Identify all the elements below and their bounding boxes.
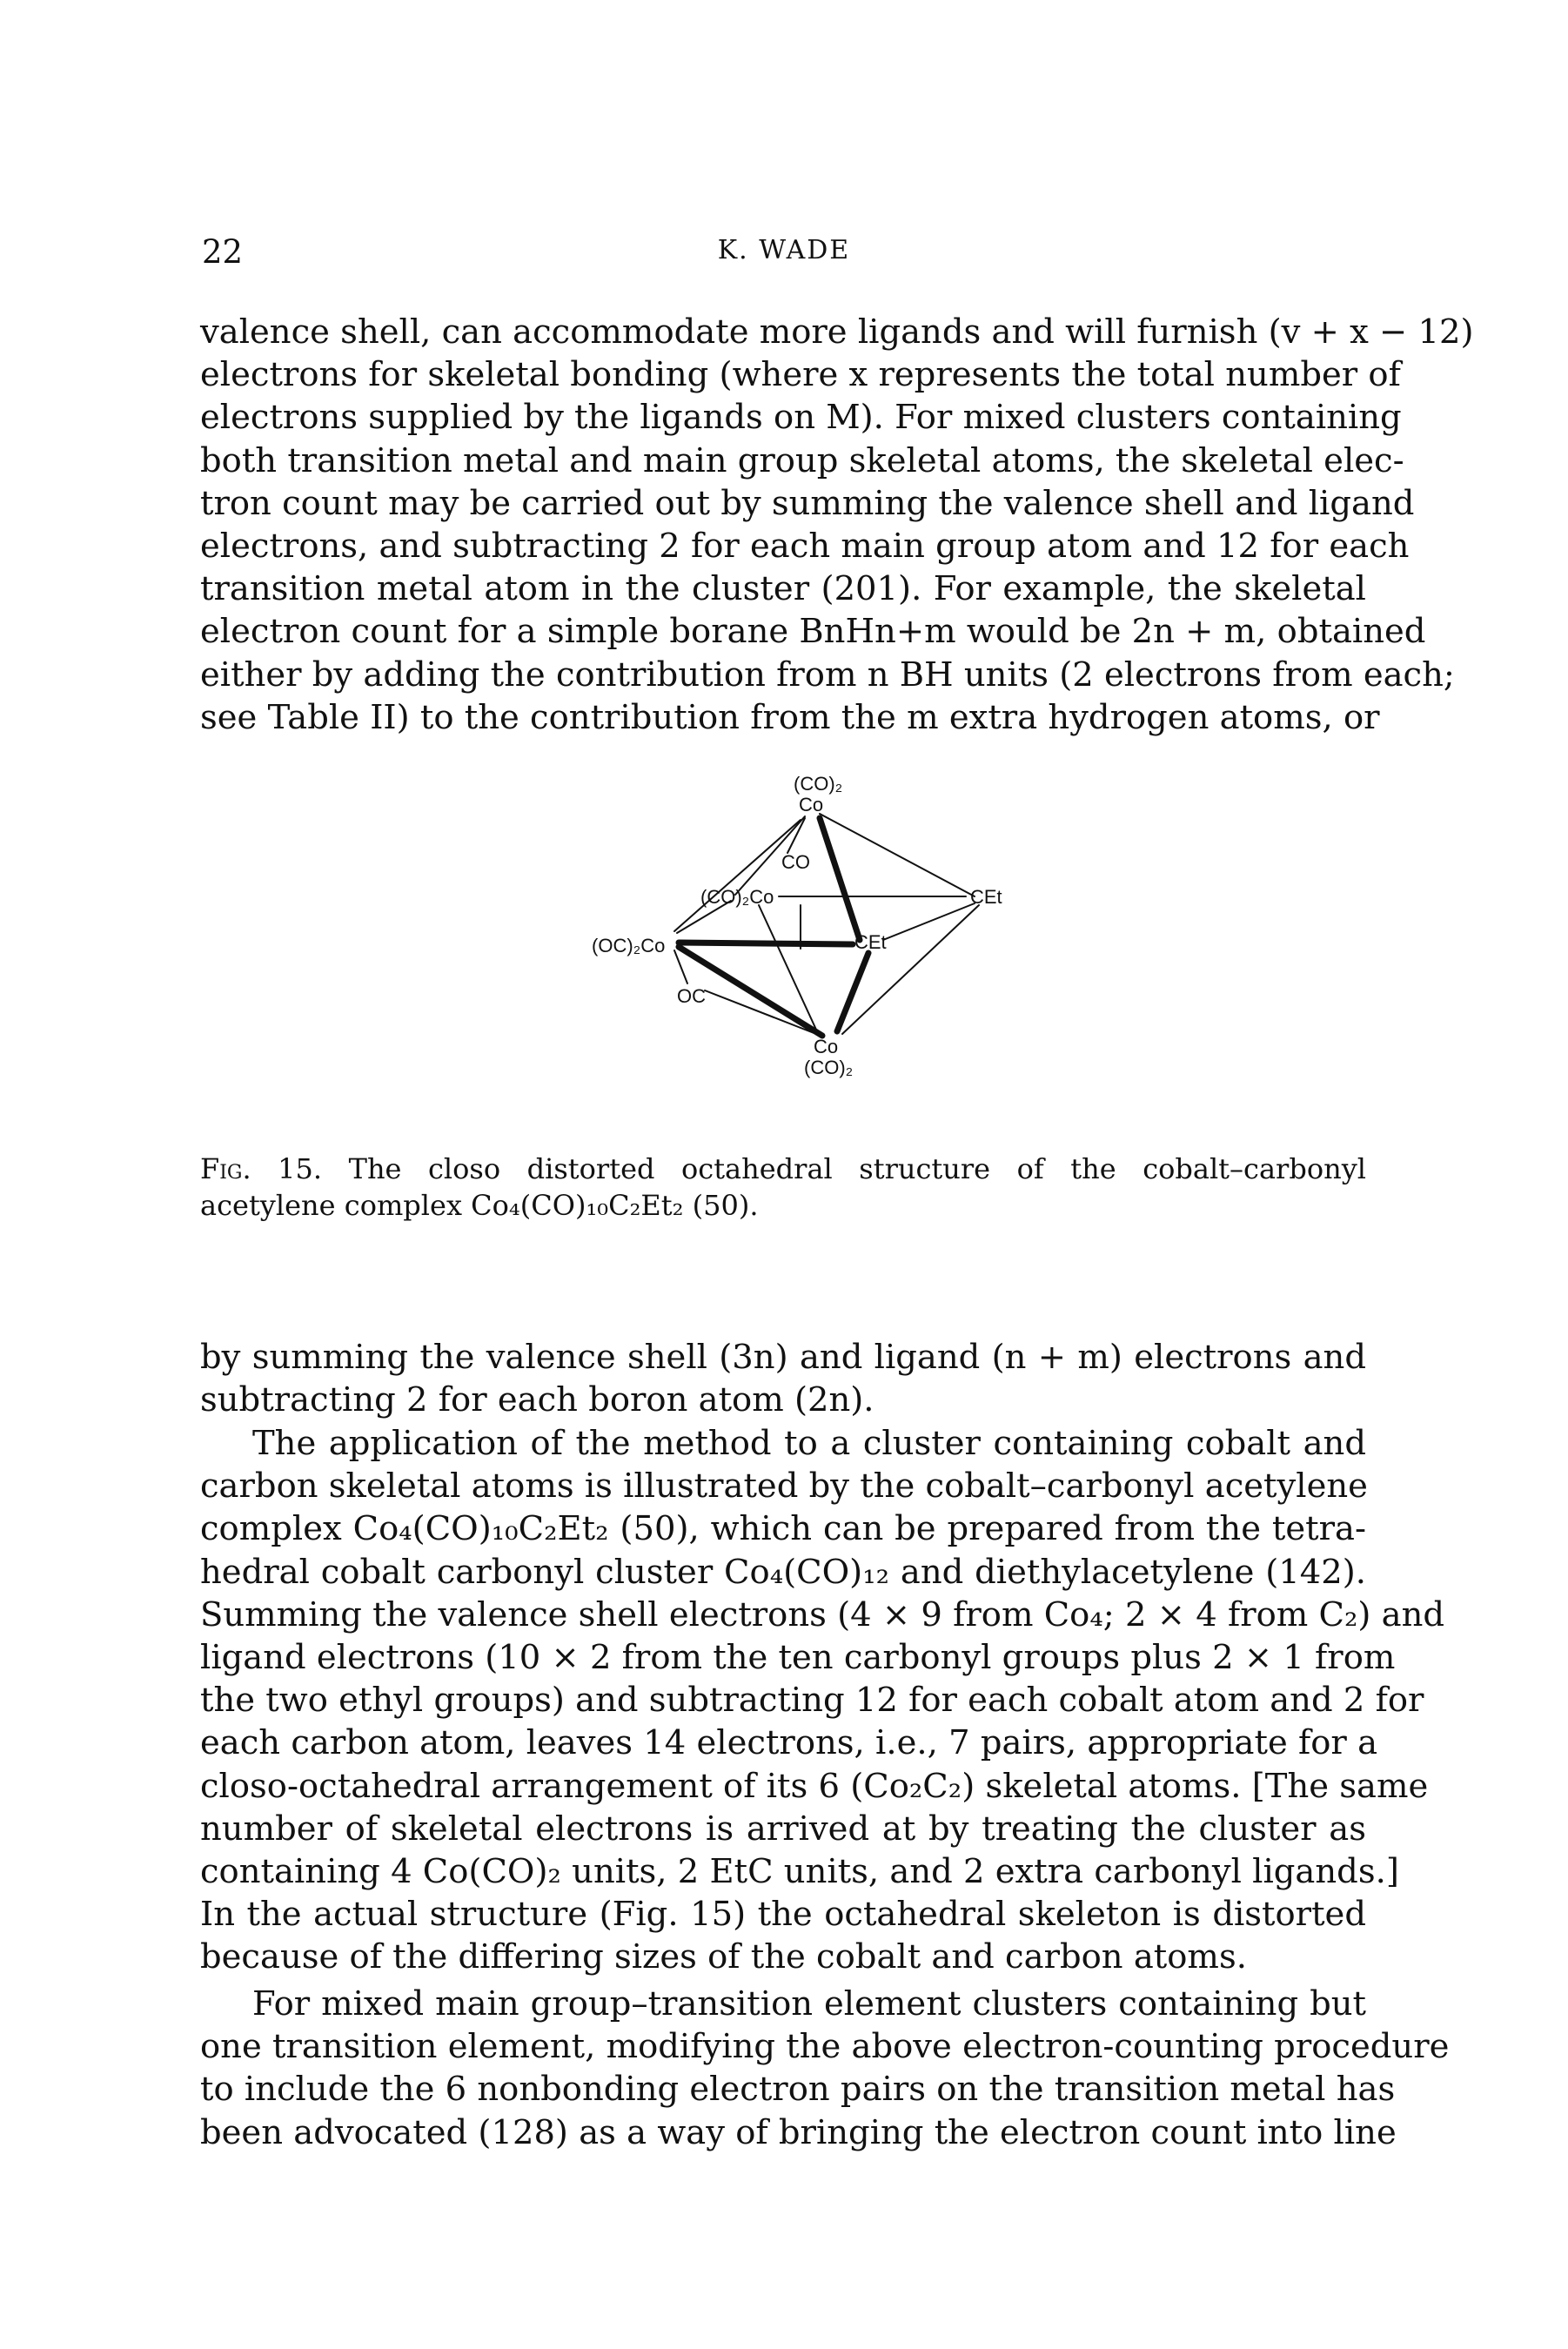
bond-line bbox=[816, 815, 863, 943]
cluster-structure-diagram: (CO)₂ Co CO (CO)₂Co CEt (OC)₂Co CEt OC C… bbox=[592, 773, 1002, 1078]
label-right-cet: CEt bbox=[970, 886, 1002, 908]
text-line: Summing the valence shell electrons (4 ×… bbox=[200, 1594, 1445, 1634]
text-line: ligand electrons (10 × 2 from the ten ca… bbox=[200, 1638, 1396, 1678]
text-line: one transition element, modifying the ab… bbox=[200, 2027, 1450, 2067]
label-center-cet: CEt bbox=[854, 931, 887, 953]
text-line: In the actual structure (Fig. 15) the oc… bbox=[200, 1895, 1366, 1935]
paragraph-2: by summing the valence shell (3n) and li… bbox=[200, 1336, 1366, 1421]
text-line: electrons supplied by the ligands on M).… bbox=[200, 398, 1402, 438]
label-oc: OC bbox=[677, 985, 706, 1007]
running-head: K. WADE bbox=[717, 235, 851, 265]
text-line: hedral cobalt carbonyl cluster Co₄(CO)₁₂… bbox=[200, 1552, 1366, 1592]
bond-line bbox=[673, 819, 801, 932]
text-line: electrons for skeletal bonding (where x … bbox=[200, 355, 1401, 395]
bond-line bbox=[676, 900, 732, 934]
text-line: by summing the valence shell (3n) and li… bbox=[200, 1338, 1366, 1377]
text-line: For mixed main group–transition element … bbox=[252, 1984, 1366, 2023]
caption-line-2: acetylene complex Co₄(CO)₁₀C₂Et₂ (50). bbox=[200, 1189, 759, 1222]
label-bridge-co: CO bbox=[781, 851, 810, 873]
bond-line bbox=[819, 813, 975, 897]
bond-line bbox=[841, 904, 980, 1035]
text-line: transition metal atom in the cluster (20… bbox=[200, 569, 1366, 609]
text-line: The application of the method to a clust… bbox=[252, 1424, 1366, 1463]
text-line: closo-octahedral arrangement of its 6 (C… bbox=[200, 1766, 1429, 1806]
figure-caption: Fig. 15. The closo distorted octahedral … bbox=[200, 1151, 1366, 1224]
bond-line bbox=[704, 990, 817, 1035]
paragraph-3: The application of the method to a clust… bbox=[200, 1422, 1445, 1979]
bond-line bbox=[675, 939, 856, 948]
text-line: to include the 6 nonbonding electron pai… bbox=[200, 2070, 1396, 2110]
paragraph-4: For mixed main group–transition element … bbox=[200, 1983, 1450, 2154]
text-line: electrons, and subtracting 2 for each ma… bbox=[200, 527, 1410, 567]
bond-line bbox=[734, 815, 806, 896]
bond-line bbox=[758, 904, 817, 1030]
text-line: because of the differing sizes of the co… bbox=[200, 1937, 1247, 1977]
caption-text-1: The closo distorted octahedral structure… bbox=[348, 1152, 1367, 1185]
text-line: subtracting 2 for each boron atom (2n). bbox=[200, 1380, 874, 1420]
page-header: 22 K. WADE bbox=[202, 233, 1366, 277]
text-line: both transition metal and main group ske… bbox=[200, 440, 1404, 480]
paragraph-1: valence shell, can accommodate more liga… bbox=[200, 311, 1474, 739]
bond-line bbox=[675, 943, 826, 1039]
label-left-co: (OC)₂Co bbox=[592, 935, 665, 956]
page-number: 22 bbox=[202, 233, 244, 271]
text-line: see Table II) to the contribution from t… bbox=[200, 697, 1380, 737]
caption-line-1: Fig. 15. The closo distorted octahedral … bbox=[200, 1151, 1366, 1187]
text-line: containing 4 Co(CO)₂ units, 2 EtC units,… bbox=[200, 1852, 1399, 1892]
bond-line bbox=[673, 950, 688, 984]
label-bottom-co: Co bbox=[814, 1036, 838, 1057]
text-line: electron count for a simple borane BnHn+… bbox=[200, 612, 1426, 652]
text-line: each carbon atom, leaves 14 electrons, i… bbox=[200, 1723, 1378, 1763]
label-mid-left-co: (CO)₂Co bbox=[700, 886, 774, 908]
text-line: carbon skeletal atoms is illustrated by … bbox=[200, 1466, 1368, 1507]
text-line: valence shell, can accommodate more liga… bbox=[200, 312, 1474, 352]
caption-fig-label: Fig. 15. bbox=[200, 1152, 323, 1185]
text-line: been advocated (128) as a way of bringin… bbox=[200, 2112, 1397, 2152]
bond-line bbox=[882, 903, 975, 941]
label-top-co2: (CO)₂ bbox=[794, 773, 842, 795]
text-line: number of skeletal electrons is arrived … bbox=[200, 1809, 1366, 1849]
text-line: the two ethyl groups) and subtracting 12… bbox=[200, 1681, 1424, 1721]
figure-15: (CO)₂ Co CO (CO)₂Co CEt (OC)₂Co CEt OC C… bbox=[592, 766, 1062, 1136]
bond-line bbox=[834, 950, 872, 1035]
text-line: either by adding the contribution from n… bbox=[200, 654, 1455, 695]
label-bottom-co2: (CO)₂ bbox=[804, 1057, 853, 1078]
label-top-co: Co bbox=[799, 794, 823, 815]
bond-line bbox=[787, 817, 806, 854]
text-line: tron count may be carried out by summing… bbox=[200, 483, 1415, 523]
text-line: complex Co₄(CO)₁₀C₂Et₂ (50), which can b… bbox=[200, 1509, 1366, 1549]
